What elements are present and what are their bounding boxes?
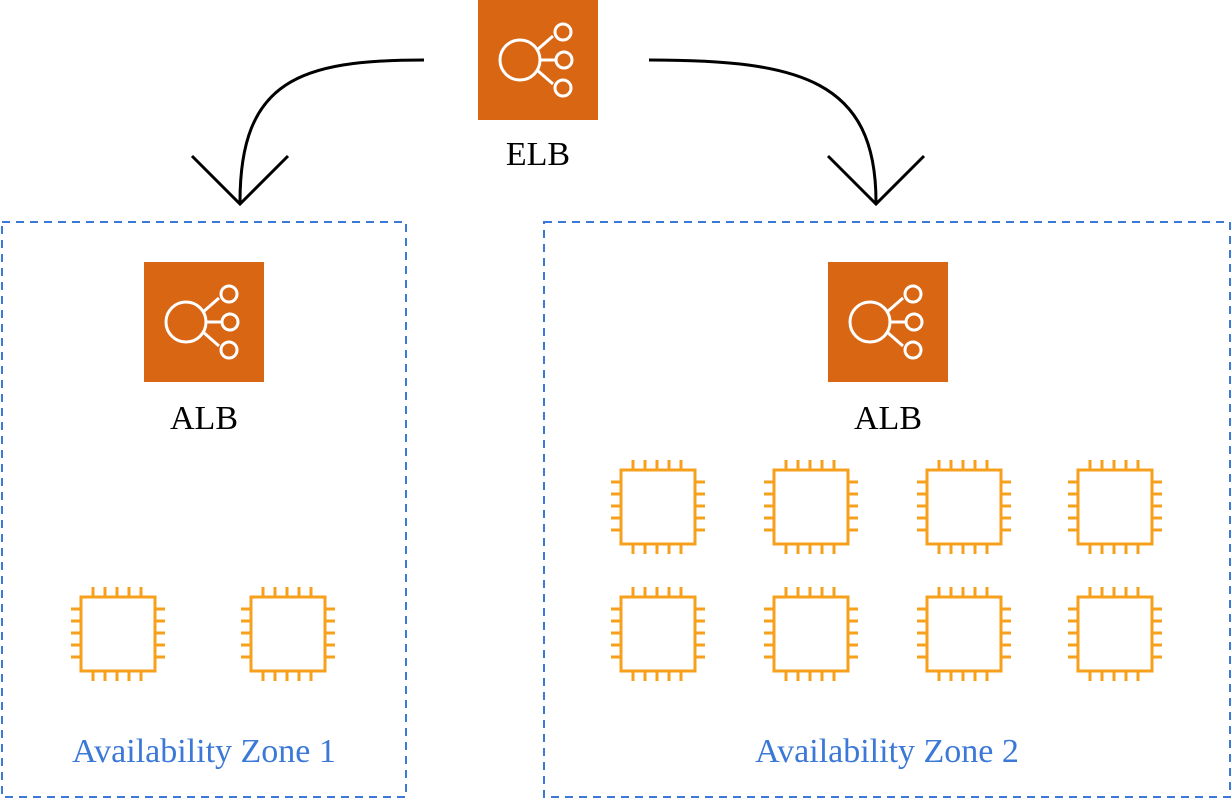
alb-icon-zone-1 [142,260,266,384]
ec2-instance-icon [609,585,707,683]
alb-label-zone-1: ALB [170,400,238,437]
ec2-instance-icon [762,458,860,556]
ec2-instance-icon [915,458,1013,556]
elb-icon [476,0,600,122]
arrow-left [190,58,425,207]
availability-zone-1-box [1,221,407,798]
availability-zone-2-label: Availability Zone 2 [755,733,1019,770]
ec2-instance-icon [915,585,1013,683]
arrow-right [648,58,926,207]
ec2-instance-icon [69,585,167,683]
alb-icon-zone-2 [826,260,950,384]
availability-zone-2-box [543,221,1231,798]
alb-label-zone-2: ALB [854,400,922,437]
availability-zone-1-label: Availability Zone 1 [72,733,336,770]
ec2-instance-icon [609,458,707,556]
ec2-instance-icon [762,585,860,683]
ec2-instance-icon [1066,458,1164,556]
ec2-instance-icon [1066,585,1164,683]
ec2-instance-icon [239,585,337,683]
elb-label: ELB [505,136,571,173]
